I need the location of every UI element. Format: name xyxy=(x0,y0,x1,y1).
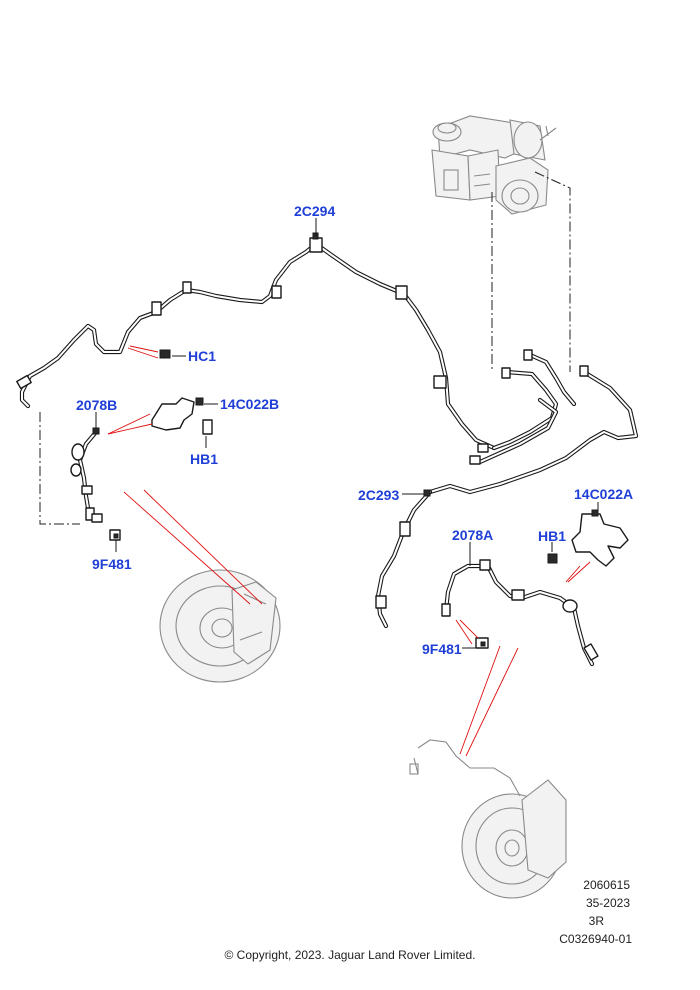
sensor-9f481-left xyxy=(109,529,121,541)
brake-hose-2078b xyxy=(70,427,103,523)
callout-14c022a: 14C022A xyxy=(574,486,633,502)
brake-pipe-2c294 xyxy=(16,232,497,451)
callout-hc1: HC1 xyxy=(188,348,216,364)
reference-line-1: 2060615 xyxy=(583,878,630,892)
callout-2c293: 2C293 xyxy=(358,487,399,503)
left-brake-disc-caliper xyxy=(159,569,281,683)
reference-line-3: 3R xyxy=(589,914,605,928)
fastener-hc1 xyxy=(159,349,171,359)
relation-lines-abs xyxy=(491,171,571,372)
reference-block: 2060615 35-2023 3R C0326940-01 xyxy=(559,878,632,946)
right-brake-disc-caliper xyxy=(409,739,567,899)
callout-9f481-left: 9F481 xyxy=(92,556,132,572)
callout-hb1-right: HB1 xyxy=(538,528,566,544)
brake-pipe-2c293 xyxy=(375,489,433,629)
callout-hb1-left: HB1 xyxy=(190,451,218,467)
reference-line-2: 35-2023 xyxy=(586,896,630,910)
leader-lines xyxy=(107,345,591,757)
callout-2078b: 2078B xyxy=(76,397,117,413)
reference-line-4: C0326940-01 xyxy=(559,932,632,946)
bracket-14c022a xyxy=(547,509,629,567)
callout-leaders xyxy=(95,218,599,649)
callout-9f481-right: 9F481 xyxy=(422,641,462,657)
copyright-notice: © Copyright, 2023. Jaguar Land Rover Lim… xyxy=(224,948,476,962)
callout-2078a: 2078A xyxy=(452,527,493,543)
sensor-9f481-right xyxy=(475,637,489,649)
brake-hose-2078a xyxy=(441,559,599,667)
bracket-14c022b xyxy=(151,397,213,435)
abs-modulator-unit xyxy=(431,115,557,215)
callout-labels: 2C294 HC1 2078B 14C022B HB1 9F481 2C293 … xyxy=(76,203,633,657)
abs-outlet-pipes xyxy=(427,349,639,495)
relation-line-left xyxy=(39,412,80,525)
callout-14c022b: 14C022B xyxy=(220,396,279,412)
callout-2c294: 2C294 xyxy=(294,203,335,219)
